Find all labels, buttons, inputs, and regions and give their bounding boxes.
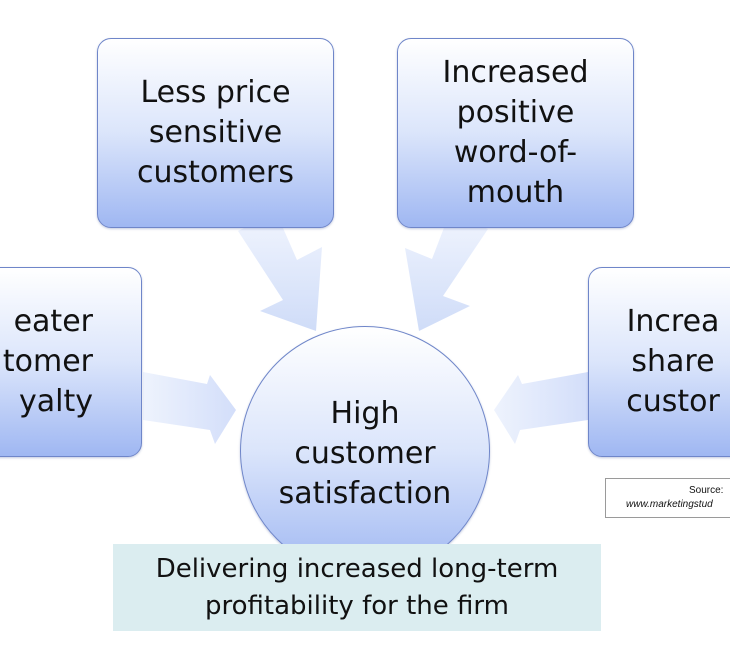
center-circle-label: High customer satisfaction — [278, 396, 452, 511]
arrow-top-left — [238, 212, 322, 331]
source-label: Source: — [689, 485, 724, 496]
source-url: www.marketingstud — [626, 499, 713, 510]
arrow-right — [494, 372, 588, 444]
profitability-banner: Delivering increased long-term profitabi… — [113, 544, 601, 631]
box-increased-share-of-customer: Increa share custor — [588, 267, 730, 457]
box-less-price-sensitive-customers: Less price sensitive customers — [97, 38, 334, 228]
box-greater-customer-loyalty: eater tomer yalty — [0, 267, 142, 457]
box-increased-positive-word-of-mouth: Increased positive word-of- mouth — [397, 38, 634, 228]
box-left-label: eater tomer yalty — [2, 304, 93, 419]
banner-text: Delivering increased long-term profitabi… — [155, 554, 559, 621]
arrow-top-right — [405, 212, 488, 331]
center-circle-high-customer-satisfaction: High customer satisfaction — [240, 326, 490, 576]
box-top-right-label: Increased positive word-of- mouth — [442, 55, 589, 210]
source-box: Source: www.marketingstud — [605, 478, 730, 518]
box-top-left-label: Less price sensitive customers — [137, 75, 294, 190]
arrow-left — [143, 372, 236, 444]
box-right-label: Increa share custor — [626, 304, 720, 419]
